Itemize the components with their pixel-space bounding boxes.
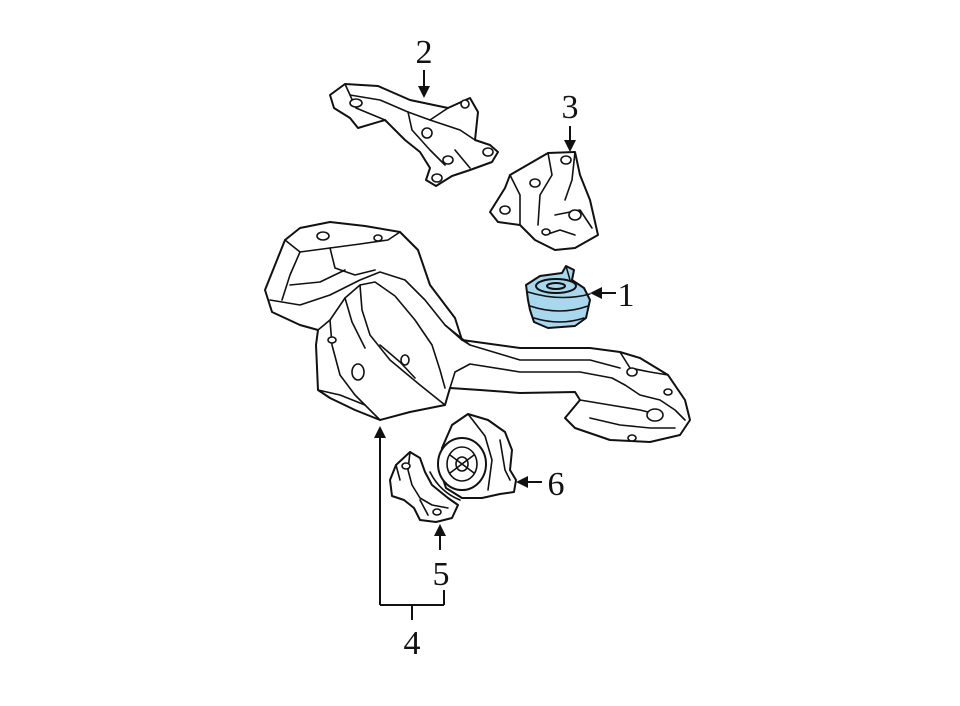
callout-3-label: 3 — [562, 89, 579, 126]
callout-5-label: 5 — [433, 556, 450, 593]
part-6-engine-mount — [437, 413, 517, 499]
part-3-transmission-bracket — [489, 151, 599, 251]
callout-2-label: 2 — [416, 34, 433, 71]
part-5-bracket — [389, 451, 461, 523]
callout-1-label: 1 — [618, 277, 635, 314]
callout-4-label: 4 — [404, 625, 421, 662]
callout-6-label: 6 — [548, 466, 565, 503]
part-1-transmission-mount — [525, 265, 591, 329]
part-4-crossmember — [264, 221, 691, 443]
leader-lines — [374, 70, 616, 620]
part-2-mount-bracket — [329, 83, 499, 187]
